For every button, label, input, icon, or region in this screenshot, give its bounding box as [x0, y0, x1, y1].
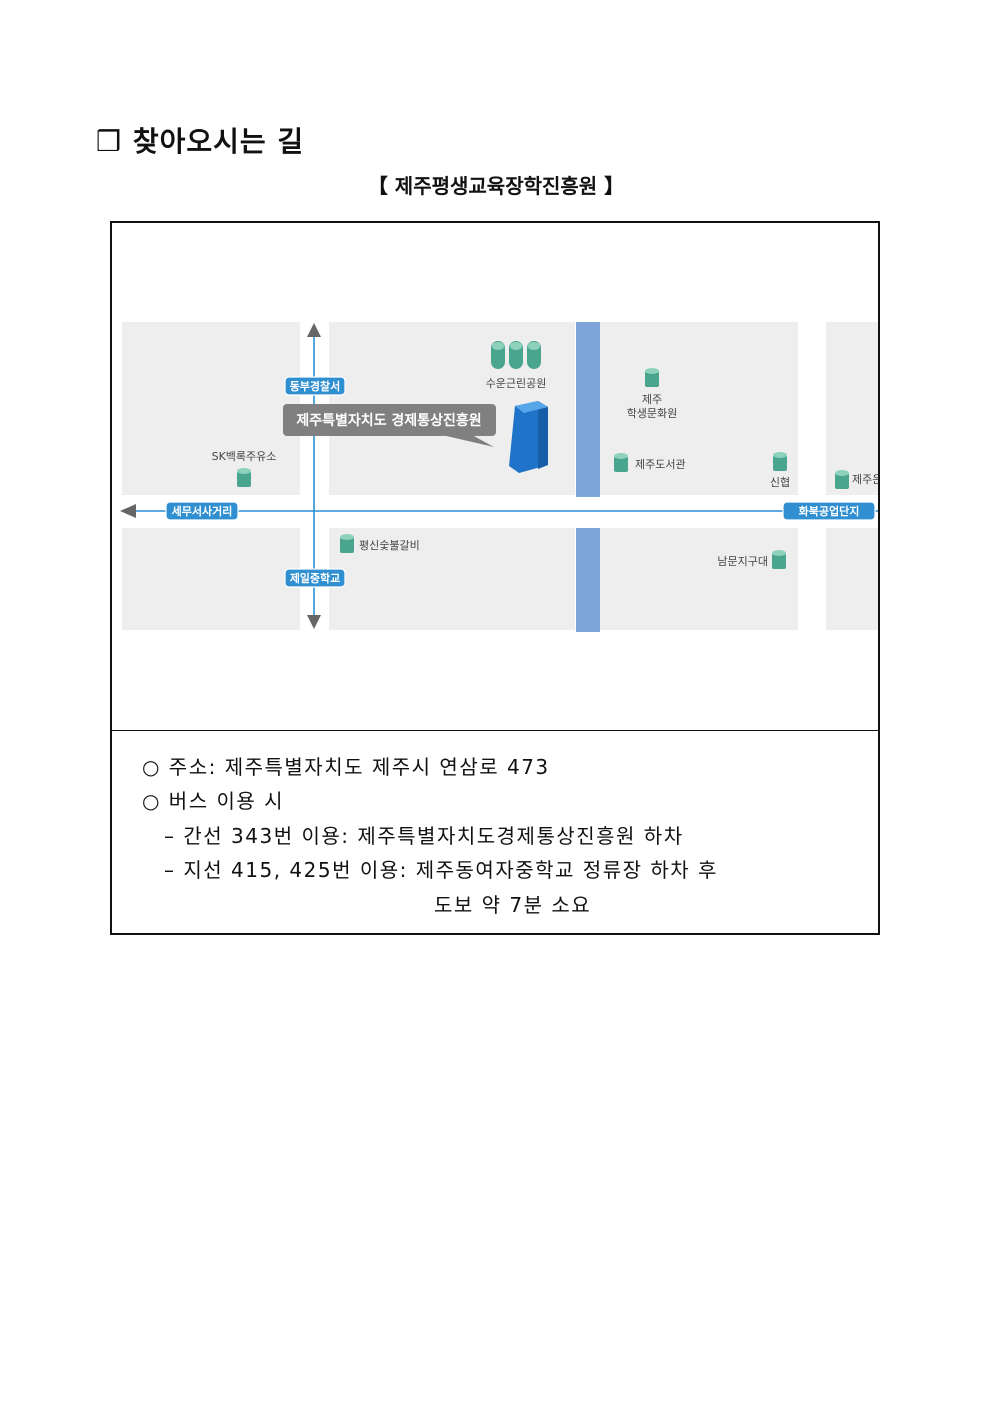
road-label-north: 동부경찰서	[284, 376, 346, 396]
poi-district-unit-label: 남문지구대	[717, 555, 768, 568]
poi-east-label: 제주은	[852, 473, 878, 486]
poi-library-label: 제주도서관	[635, 458, 686, 471]
poi-student-center-label-2: 학생문화원	[627, 407, 678, 420]
destination-callout: 제주특별자치도 경제통상진흥원	[283, 404, 496, 447]
svg-text:세무서사거리: 세무서사거리	[172, 504, 233, 518]
bus-title: ○ 버스 이용 시	[142, 789, 285, 813]
bus-branch-continuation: 도보 약 7분 소요	[434, 893, 592, 917]
stream	[576, 528, 600, 632]
location-map: 동부경찰서 세무서사거리 제일중학교 화북공업단지 수운근린공원 제주특별자치도…	[120, 322, 878, 632]
poi-gas-station-icon	[237, 468, 251, 487]
poi-district-unit-icon	[772, 550, 786, 569]
poi-library-icon	[614, 453, 628, 472]
poi-restaurant-icon	[340, 534, 354, 553]
block-ne	[826, 322, 878, 495]
poi-student-center-icon	[645, 368, 659, 387]
arrow-north-icon	[307, 323, 321, 337]
poi-coop-icon	[773, 452, 787, 471]
road-label-west: 세무서사거리	[165, 501, 239, 521]
block-s-east	[600, 528, 798, 630]
park-tree-icon	[491, 341, 541, 369]
block-nw	[122, 322, 300, 495]
poi-east-icon	[835, 470, 849, 489]
poi-gas-station-label: SK백록주유소	[212, 450, 277, 463]
arrow-south-icon	[307, 615, 321, 629]
directions-frame: 동부경찰서 세무서사거리 제일중학교 화북공업단지 수운근린공원 제주특별자치도…	[110, 221, 880, 935]
road-label-east: 화북공업단지	[782, 501, 876, 521]
block-sw	[122, 528, 300, 630]
poi-restaurant-label: 평신숯불갈비	[359, 538, 420, 552]
svg-text:화북공업단지: 화북공업단지	[799, 504, 860, 518]
road-label-south: 제일중학교	[284, 568, 346, 588]
block-n-east	[600, 322, 798, 495]
destination-building-icon	[509, 401, 548, 473]
poi-coop-label: 신협	[770, 476, 790, 489]
poi-student-center-label-1: 제주	[642, 393, 662, 406]
svg-text:동부경찰서: 동부경찰서	[290, 379, 341, 393]
svg-text:제주특별자치도 경제통상진흥원: 제주특별자치도 경제통상진흥원	[296, 412, 481, 429]
svg-text:제일중학교: 제일중학교	[290, 571, 341, 585]
page-subheading: 【 제주평생교육장학진흥원 】	[367, 174, 625, 198]
stream	[576, 322, 600, 497]
block-se	[826, 528, 878, 630]
page-heading: ❒ 찾아오시는 길	[96, 125, 305, 158]
address-line: ○ 주소: 제주특별자치도 제주시 연삼로 473	[142, 755, 550, 779]
poi-park-label: 수운근린공원	[486, 377, 547, 390]
bus-trunk-line: – 간선 343번 이용: 제주특별자치도경제통상진흥원 하차	[164, 824, 684, 848]
block-s-center	[329, 528, 575, 630]
bus-branch-line: – 지선 415, 425번 이용: 제주동여자중학교 정류장 하차 후	[164, 858, 718, 882]
divider	[112, 730, 878, 731]
arrow-west-icon	[120, 504, 136, 518]
